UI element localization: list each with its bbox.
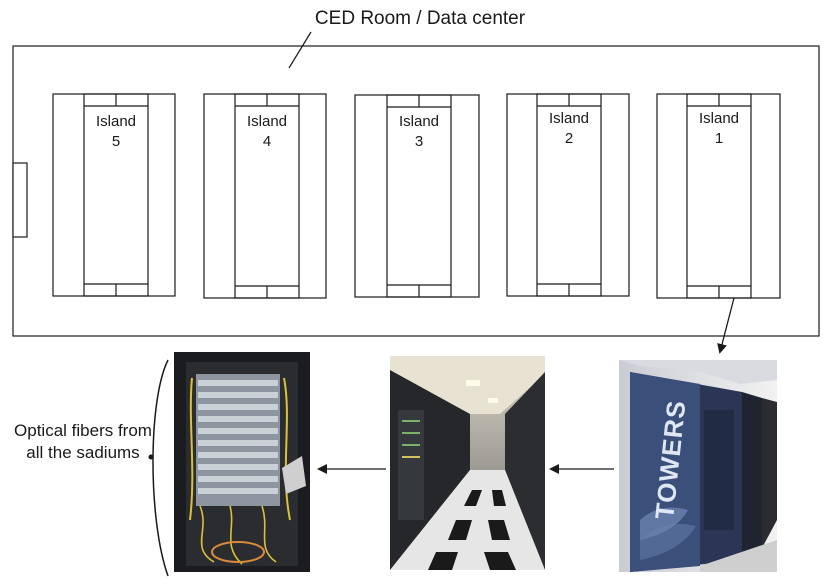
fiber-bracket: [152, 359, 169, 577]
fiber-rack-photo: [174, 352, 310, 572]
island-to-photo-arrow: [717, 297, 735, 354]
server-corridor-photo: [390, 356, 545, 570]
island-2-label: Island 2: [537, 109, 601, 149]
island-4-name: Island: [246, 113, 288, 130]
island-4-label: Island 4: [235, 112, 299, 152]
room-outline: [12, 45, 820, 337]
island-5-label: Island 5: [84, 112, 148, 152]
island-2-name: Island: [548, 110, 590, 127]
island-1-block: [656, 93, 781, 299]
island-5-block: [52, 93, 176, 297]
title-leader-line: [288, 31, 312, 69]
island-3-name: Island: [398, 113, 440, 130]
island-1-label: Island 1: [687, 109, 751, 149]
island-2-block: [506, 93, 630, 297]
island-2-number: 2: [564, 130, 574, 147]
island-1-name: Island: [698, 110, 740, 127]
room-door: [12, 162, 28, 238]
towers-cabinet-photo: TOWERS: [619, 360, 777, 572]
island-4-block: [203, 93, 327, 299]
optical-fibers-caption: Optical fibers from all the sadiums: [14, 421, 152, 462]
room-title: CED Room / Data center: [314, 8, 526, 29]
island-5-name: Island: [95, 113, 137, 130]
island-3-block: [354, 94, 480, 298]
fiber-bracket-dot: [148, 454, 154, 460]
island-3-number: 3: [414, 133, 424, 150]
island-3-label: Island 3: [387, 112, 451, 152]
island-1-number: 1: [714, 130, 724, 147]
island-4-number: 4: [262, 133, 272, 150]
island-5-number: 5: [111, 133, 121, 150]
